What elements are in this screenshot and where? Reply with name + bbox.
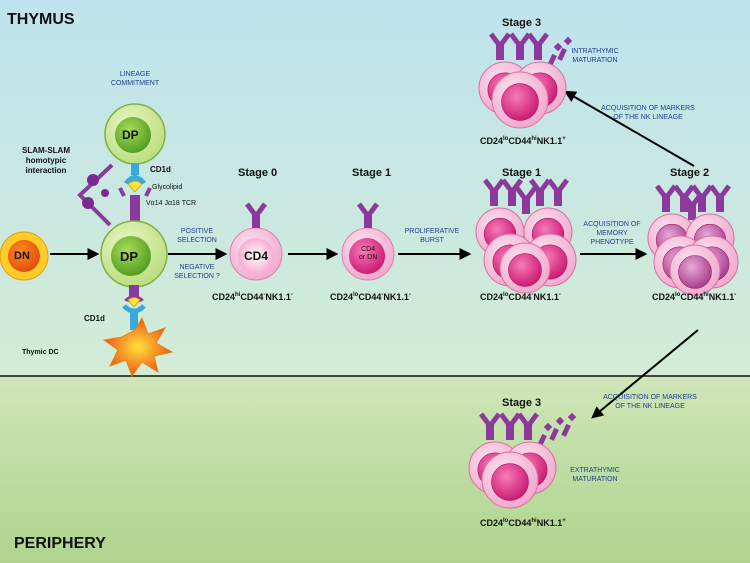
stage3-extrathymic-title: Stage 3: [502, 397, 542, 409]
lineage-commitment-label: LINEAGE COMMITMENT: [110, 71, 160, 87]
stage2-title: Stage 2: [670, 167, 710, 179]
cd1d-glycolipid-complex: [118, 163, 152, 221]
proliferative-burst-label: PROLIFERATIVE BURST: [404, 228, 460, 244]
cd4-or-dn-line2: or DN: [359, 254, 378, 261]
dn-cell: [0, 231, 49, 281]
phenotype-stage0: CD24hiCD44-NK1.1-: [212, 292, 293, 302]
stage0-title: Stage 0: [238, 167, 278, 179]
dp-upper-label: DP: [122, 128, 139, 142]
stage3-extrathymic-cluster: [468, 412, 577, 509]
dp-main-label: DP: [120, 249, 139, 264]
positive-selection-label: POSITIVE SELECTION: [177, 228, 217, 244]
thymus-label: THYMUS: [7, 11, 75, 28]
thymus-region: [0, 0, 750, 376]
phenotype-stage3-bottom: CD24loCD44hiNK1.1+: [480, 518, 566, 528]
arrow-stage2-to-stage3-bottom: [591, 329, 699, 419]
nk-markers-top-label: ACQUISITION OF MARKERS OF THE NK LINEAGE: [601, 105, 695, 121]
slam-label: SLAM-SLAM homotypic interaction: [22, 146, 70, 175]
cd1d-lower-label: CD1d: [84, 314, 105, 323]
thymic-dc-cell: [102, 316, 174, 378]
periphery-region: [0, 376, 750, 563]
negative-selection-label: NEGATIVE SELECTION ?: [174, 264, 220, 280]
nk-markers-bottom-label: ACQUISITION OF MARKERS OF THE NK LINEAGE: [603, 394, 697, 410]
cd4-or-dn-line1: CD4: [361, 246, 376, 253]
phenotype-stage1a: CD24loCD44-NK1.1-: [330, 292, 411, 302]
phenotype-stage1b: CD24loCD44-NK1.1-: [480, 292, 561, 302]
dp-cell-main: [100, 220, 168, 288]
stage1-single-cell: [341, 202, 395, 281]
glycolipid-label: Glycolipid: [152, 184, 183, 191]
cd4-label: CD4: [244, 249, 269, 263]
phenotype-stage3-top: CD24loCD44hiNK1.1+: [480, 136, 566, 146]
tcr-cd1d-lower: [122, 285, 146, 330]
dn-label: DN: [14, 250, 30, 262]
stage1-proliferated-cluster: [475, 178, 577, 294]
periphery-label: PERIPHERY: [14, 535, 106, 552]
thymic-dc-label: Thymic DC: [22, 349, 59, 356]
intrathymic-label: INTRATHYMIC MATURATION: [571, 48, 619, 64]
slam-interaction-bar: [77, 163, 114, 227]
tcr-label: Vα14 Jα18 TCR: [146, 200, 197, 207]
cd1d-upper-label: CD1d: [150, 165, 171, 174]
stage1-proliferated-title: Stage 1: [502, 167, 542, 179]
stage1-small-title: Stage 1: [352, 167, 392, 179]
slam-star-icon: [82, 174, 109, 209]
arrow-stage2-to-stage3-top: [563, 90, 695, 167]
extrathymic-label: EXTRATHYMIC MATURATION: [570, 467, 620, 483]
cd4-or-dn-label: CD4 or DN: [359, 246, 377, 262]
phenotype-stage2: CD24loCD44hiNK1.1-: [652, 292, 737, 302]
memory-phenotype-label: ACQUISITION OF MEMORY PHENOTYPE: [583, 221, 641, 246]
stage3-intrathymic-cluster: [478, 32, 573, 129]
stage3-intrathymic-title: Stage 3: [502, 17, 542, 29]
stage2-cluster: [647, 184, 739, 296]
stage0-cell: [229, 202, 283, 281]
